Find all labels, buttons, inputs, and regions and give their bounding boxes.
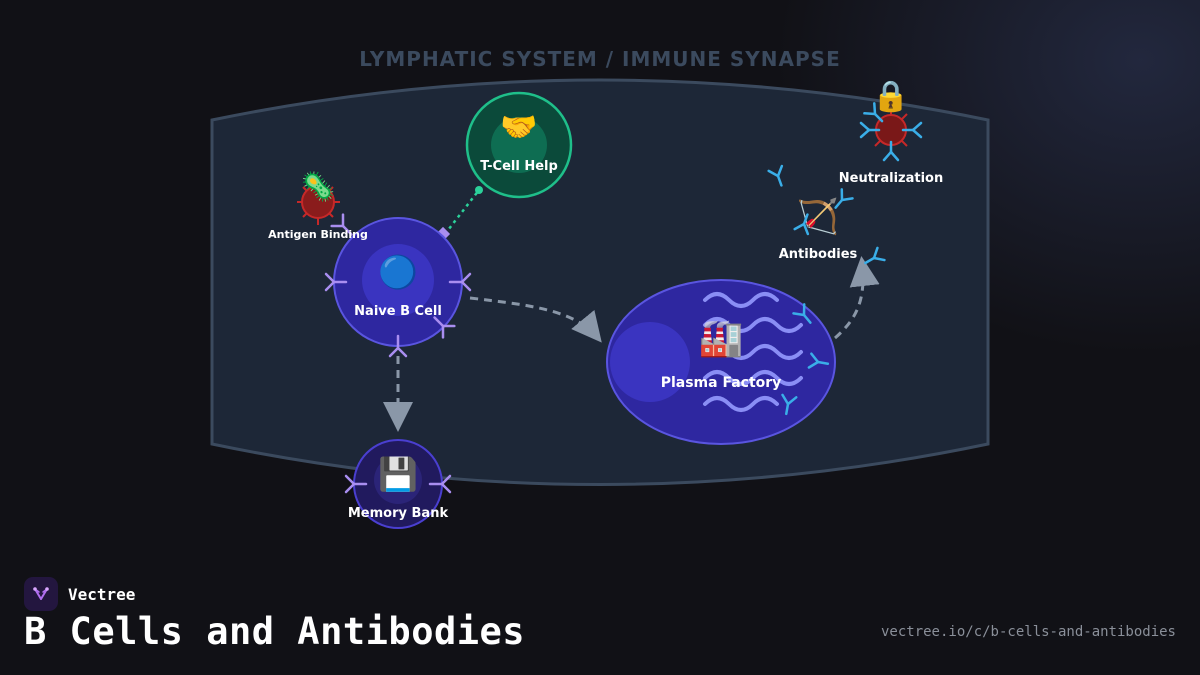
antibodies-label: Antibodies: [779, 247, 858, 262]
antibodies-node[interactable]: 🏹 Antibodies: [767, 164, 886, 271]
neutralized-virus: [859, 102, 923, 162]
microbe-icon: 🦠: [301, 170, 336, 203]
memory-bank-node[interactable]: 💾 Memory Bank: [344, 439, 452, 529]
antigen-binding-node[interactable]: 🦠 Antigen Binding: [268, 170, 368, 241]
naive-b-cell-label: Naive B Cell: [354, 304, 442, 319]
neutralization-label: Neutralization: [839, 171, 943, 186]
virus-particle: [297, 184, 340, 225]
vectree-logo-icon: [24, 577, 58, 611]
t-cell-contact-dot: [475, 186, 483, 194]
bow-and-arrow-icon: 🏹: [797, 197, 839, 237]
brand-name: Vectree: [68, 584, 136, 604]
plasma-factory-node[interactable]: 🏭 Plasma Factory: [606, 279, 836, 445]
page-url[interactable]: vectree.io/c/b-cells-and-antibodies: [880, 624, 1176, 640]
blue-circle-icon: 🔵: [378, 253, 418, 291]
brand[interactable]: Vectree: [24, 577, 135, 611]
floppy-disk-icon: 💾: [378, 455, 418, 493]
antigen-binding-label: Antigen Binding: [268, 228, 368, 241]
arrow-naive-to-plasma: [469, 296, 602, 343]
t-cell-synapse-link: [444, 189, 480, 235]
handshake-icon: 🤝: [500, 110, 537, 145]
t-cell-help-node[interactable]: 🤝 T-Cell Help: [465, 91, 573, 199]
neutralization-node[interactable]: 🔒 Neutralization: [839, 79, 943, 186]
plasma-factory-label: Plasma Factory: [661, 375, 782, 391]
naive-b-cell-node[interactable]: 🔵 Naive B Cell: [324, 213, 472, 358]
factory-icon: 🏭: [699, 318, 744, 359]
t-cell-help-label: T-Cell Help: [480, 159, 558, 174]
diagram-heading: LYMPHATIC SYSTEM / IMMUNE SYNAPSE: [359, 47, 840, 71]
lock-icon: 🔒: [872, 79, 909, 114]
lymph-node-panel: [210, 78, 990, 486]
memory-bank-label: Memory Bank: [348, 506, 449, 521]
endoplasmic-reticulum: [703, 292, 803, 412]
arrow-plasma-to-antibodies: [834, 256, 880, 340]
page-title: B Cells and Antibodies: [24, 610, 526, 653]
